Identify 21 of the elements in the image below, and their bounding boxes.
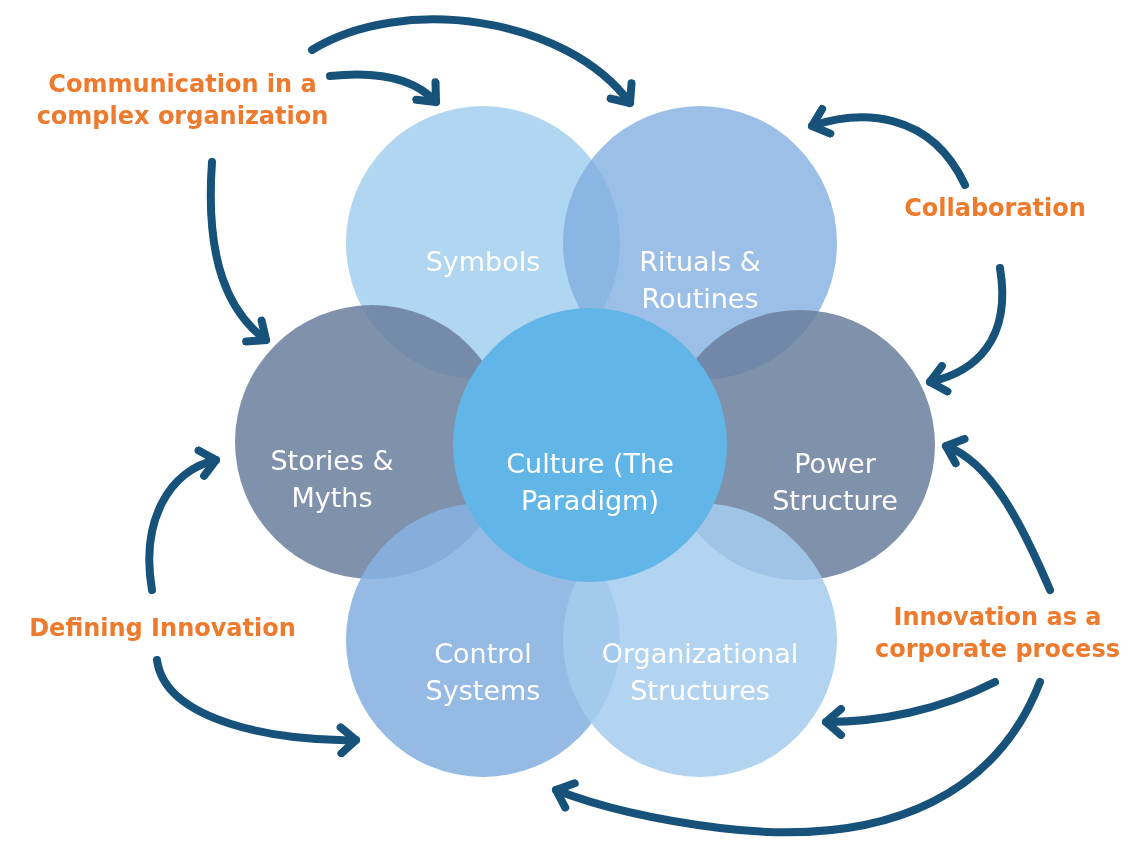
circle-label: Rituals & Routines — [638, 245, 762, 316]
annotation-text: Innovation as a corporate process — [860, 601, 1133, 665]
curved-arrow — [808, 105, 969, 189]
curved-arrow — [552, 678, 1044, 836]
circle-label: Symbols — [424, 245, 542, 279]
curved-arrow — [942, 436, 1054, 594]
curved-arrow — [308, 15, 634, 107]
circle-label: Culture (The Paradigm) — [505, 447, 675, 518]
annotation-text: Collaboration — [880, 192, 1110, 224]
curved-arrow — [206, 158, 270, 345]
curved-arrow — [822, 678, 999, 739]
circle-label: Organizational Structures — [600, 637, 800, 708]
circle-label: Power Structure — [771, 447, 899, 518]
circle-label: Stories & Myths — [269, 444, 395, 515]
annotation-text: Defining Innovation — [10, 612, 315, 644]
circle-label: Control Systems — [424, 637, 542, 708]
curved-arrow — [153, 656, 360, 757]
curved-arrow — [145, 447, 220, 594]
curved-arrow — [326, 70, 440, 106]
curved-arrow — [926, 264, 1007, 395]
annotation-text: Communication in a complex organization — [5, 68, 360, 132]
